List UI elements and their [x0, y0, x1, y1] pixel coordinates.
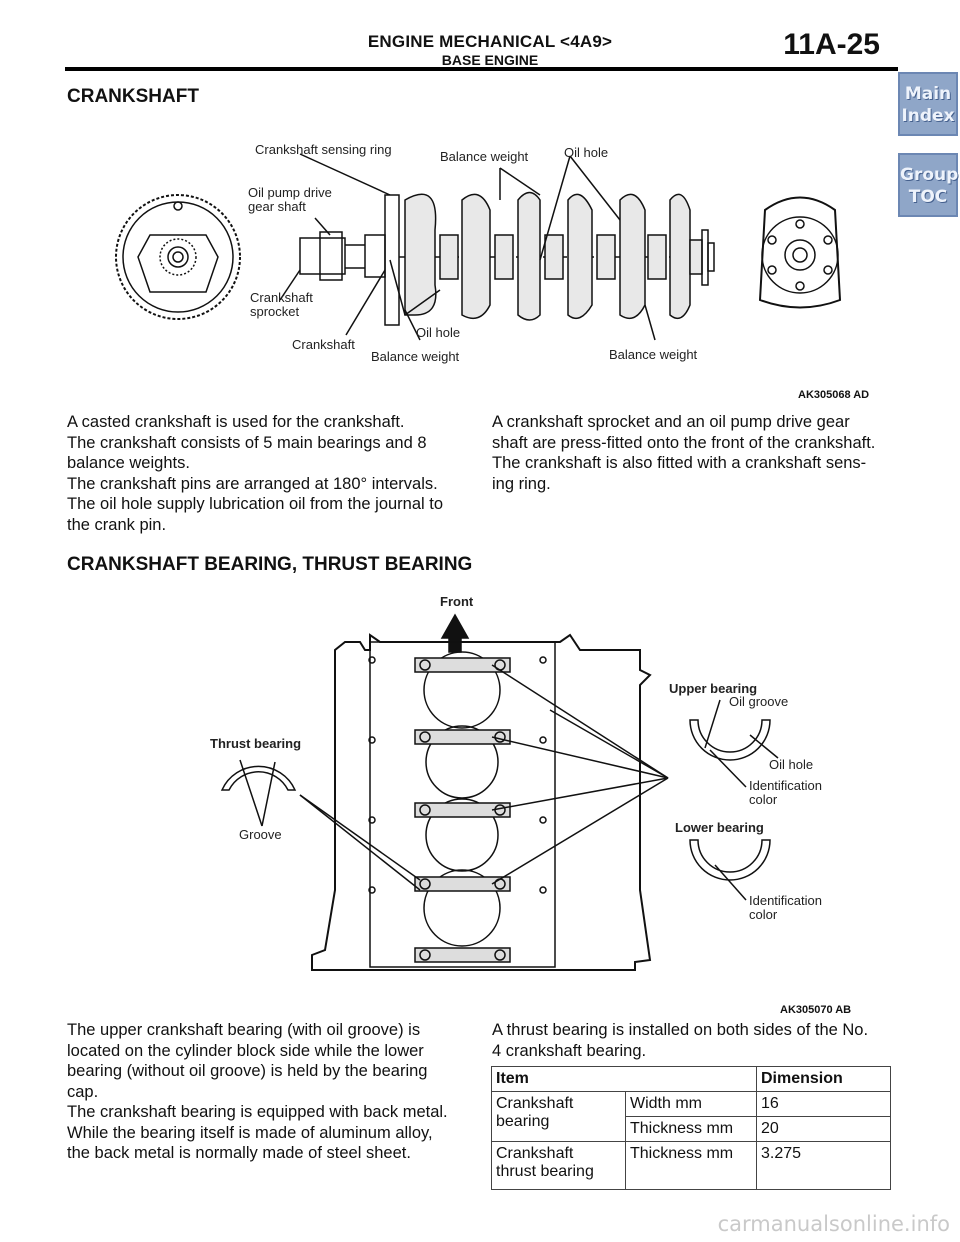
- table-cell-sub: Width mm: [625, 1091, 757, 1117]
- bearing-text-left: The upper crankshaft bearing (with oil g…: [67, 1021, 448, 1162]
- main-index-button[interactable]: Main Index: [898, 72, 958, 136]
- table-cell-item: Crankshaft thrust bearing: [491, 1141, 626, 1190]
- label-identification-color-2: Identification color: [749, 893, 822, 922]
- table-cell-value: 3.275: [756, 1141, 891, 1190]
- table-header-dimension: Dimension: [756, 1066, 891, 1092]
- label-upper-bearing: Upper bearing: [669, 681, 758, 696]
- crankshaft-text-right: A crankshaft sprocket and an oil pump dr…: [492, 413, 876, 493]
- crankshaft-text-left: A casted crankshaft is used for the cran…: [67, 413, 444, 534]
- group-toc-button[interactable]: Group TOC: [898, 153, 958, 217]
- table-cell-item: Crankshaft bearing: [491, 1091, 626, 1142]
- section-heading-crankshaft: CRANKSHAFT: [67, 86, 199, 107]
- table-cell-sub: Thickness mm: [625, 1116, 757, 1142]
- group-toc-label: Group TOC: [900, 165, 959, 207]
- table-header-item: Item: [491, 1066, 757, 1092]
- page-number: 11A-25: [783, 28, 880, 61]
- header-rule: [65, 67, 898, 71]
- crankshaft-figure: [115, 153, 842, 341]
- table-cell-value: 20: [756, 1116, 891, 1142]
- label-identification-color-1: Identification color: [749, 778, 822, 807]
- table-header-row: Item Dimension: [491, 1066, 891, 1092]
- table-row: Thickness mm 20: [492, 1116, 891, 1142]
- label-oil-pump-drive: Oil pump drive gear shaft: [248, 185, 332, 214]
- table-cell-sub: Thickness mm: [625, 1141, 757, 1190]
- label-oil-groove: Oil groove: [729, 694, 789, 709]
- header-title: ENGINE MECHANICAL <4A9>: [367, 32, 613, 51]
- label-oil-hole-top: Oil hole: [564, 145, 609, 160]
- table-row: Crankshaft thrust bearing Thickness mm 3…: [491, 1141, 891, 1190]
- label-oil-hole-bottom: Oil hole: [416, 325, 461, 340]
- label-crankshaft: Crankshaft: [292, 337, 355, 352]
- section-heading-bearing: CRANKSHAFT BEARING, THRUST BEARING: [67, 554, 473, 575]
- label-balance-weight-bottom-left: Balance weight: [371, 349, 460, 364]
- label-oil-hole: Oil hole: [769, 757, 814, 772]
- figure-id-crankshaft: AK305068 AD: [798, 389, 870, 401]
- table-cell-value: 16: [756, 1091, 891, 1117]
- spec-table: Item Dimension Crankshaft bearing Width …: [491, 1066, 891, 1190]
- label-balance-weight-top: Balance weight: [440, 149, 529, 164]
- bearing-text-right: A thrust bearing is installed on both si…: [492, 1021, 869, 1060]
- label-sensing-ring: Crankshaft sensing ring: [255, 142, 392, 157]
- main-index-label: Main Index: [901, 84, 955, 126]
- label-lower-bearing: Lower bearing: [675, 820, 764, 835]
- label-crankshaft-sprocket: Crankshaft sprocket: [250, 290, 313, 319]
- label-groove: Groove: [239, 827, 282, 842]
- label-front: Front: [440, 594, 474, 609]
- watermark: carmanualsonline.info: [717, 1212, 950, 1236]
- sprocket-outer: [115, 194, 241, 320]
- label-balance-weight-bottom-right: Balance weight: [609, 347, 698, 362]
- header-subtitle: BASE ENGINE: [441, 52, 539, 68]
- label-thrust-bearing: Thrust bearing: [210, 736, 302, 751]
- bearing-figure: [220, 613, 779, 971]
- figure-id-bearing: AK305070 AB: [780, 1004, 852, 1016]
- table-row: Crankshaft bearing Width mm 16: [491, 1091, 891, 1142]
